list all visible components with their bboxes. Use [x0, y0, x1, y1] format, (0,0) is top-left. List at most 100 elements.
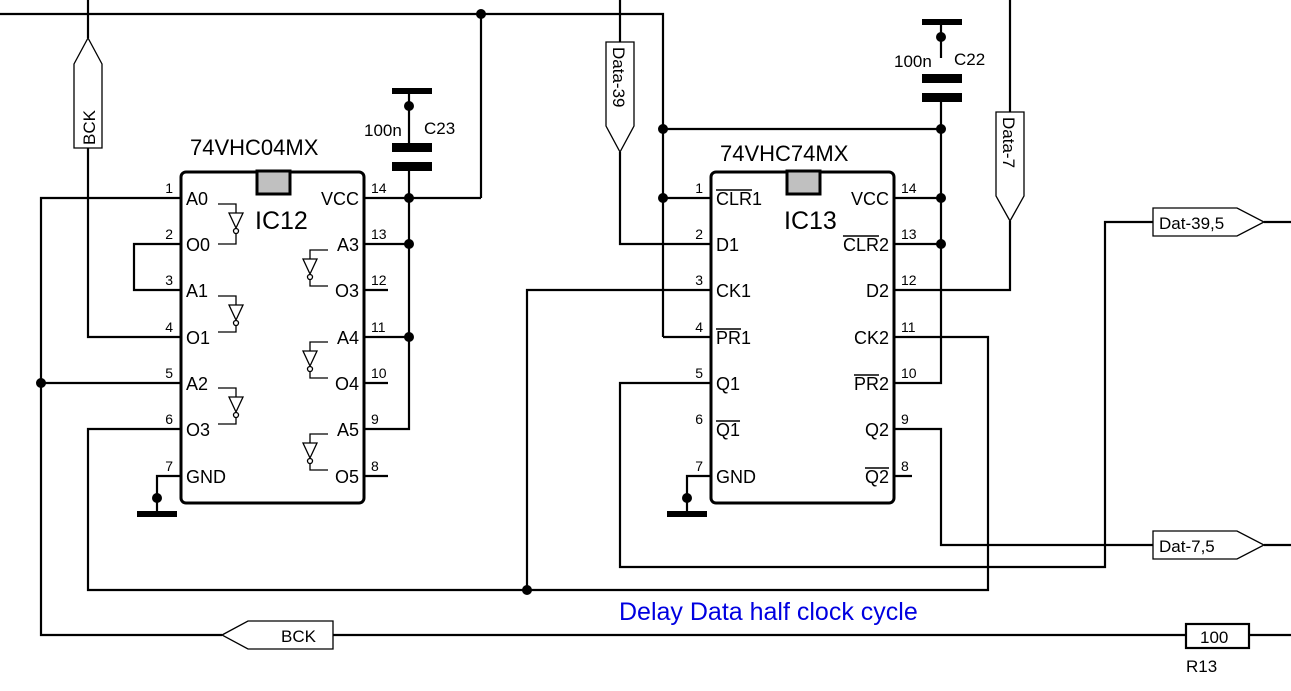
pin-number: 6 [165, 411, 173, 427]
pin-number: 7 [165, 458, 173, 474]
ic13[interactable]: 74VHC74MX IC13 1CLR12D13CK14PR15Q16Q17GN… [695, 141, 917, 505]
net-label-data7[interactable]: Data-7 [995, 111, 1025, 223]
pin-name: A5 [337, 420, 359, 440]
c23-value: 100n [364, 121, 402, 140]
capacitor-c22[interactable]: 100n C22 [894, 19, 985, 102]
wire-q1-dat39 [618, 220, 1153, 569]
pin-number: 6 [695, 411, 703, 427]
pin-number: 5 [695, 365, 703, 381]
pin-number: 7 [695, 458, 703, 474]
pin-number: 2 [695, 226, 703, 242]
wire-bck-o1 [86, 148, 181, 339]
r13-ref: R13 [1186, 657, 1217, 676]
pin-number: 11 [901, 319, 916, 335]
junction-dot [404, 101, 414, 111]
pin-number: 13 [371, 226, 387, 242]
c22-value: 100n [894, 52, 932, 71]
pin-name: CLR1 [716, 189, 762, 209]
inverter-icon [301, 341, 328, 379]
net-label-text: Data-7 [999, 117, 1018, 168]
pin-number: 12 [901, 272, 917, 288]
net-flag-shape [220, 620, 334, 650]
wire-a0-bck [39, 196, 222, 637]
inverter-icon [218, 387, 245, 425]
pin-6: 6O3 [165, 411, 210, 440]
inverter-icon [301, 433, 328, 471]
junction-dot [658, 124, 668, 134]
pin-name: PR1 [716, 328, 751, 348]
pin-name: A3 [337, 235, 359, 255]
junction-dot [522, 585, 532, 595]
net-flag-shape [1152, 530, 1266, 560]
wire-data7-d2 [894, 221, 1012, 292]
pin-name: A1 [186, 281, 208, 301]
ic13-part-number: 74VHC74MX [720, 141, 849, 166]
junction-dot [404, 193, 414, 203]
pin-name: CK2 [854, 328, 889, 348]
pin-name: O3 [186, 420, 210, 440]
pin-number: 14 [901, 180, 917, 196]
junction-dot [404, 332, 414, 342]
wire-q2-dat7 [894, 427, 1153, 547]
c23-ref: C23 [424, 119, 455, 138]
pin-name: Q2 [865, 467, 889, 487]
pin-number: 12 [371, 272, 387, 288]
pin-number: 5 [165, 365, 173, 381]
wire-gnd-ic12 [155, 474, 181, 498]
pin-name: VCC [321, 189, 359, 209]
pin-9: 9A5 [337, 411, 379, 440]
wires [0, 0, 1291, 637]
ground-symbol-ic13 [667, 511, 707, 517]
pin-name: CLR2 [843, 235, 889, 255]
pin-name: GND [716, 467, 756, 487]
pin-number: 3 [695, 272, 703, 288]
junction-dot [936, 239, 946, 249]
pin-name: GND [186, 467, 226, 487]
capacitor-c23[interactable]: 100n C23 [364, 88, 455, 171]
wire-o3-ck2 [86, 335, 990, 592]
resistor-r13[interactable]: 100 R13 [1184, 622, 1251, 676]
wire-ck1 [525, 288, 711, 590]
inverter-icons [218, 203, 328, 471]
pin-number: 3 [165, 272, 173, 288]
pin-name: VCC [851, 189, 889, 209]
ic12-part-number: 74VHC04MX [190, 135, 319, 160]
pin-name: A2 [186, 374, 208, 394]
c23-plate-top [392, 143, 432, 152]
pin-1: 1A0 [165, 180, 208, 209]
pin-name: Q1 [716, 374, 740, 394]
net-label-data39[interactable]: Data-39 [605, 41, 635, 154]
inverter-icon [301, 249, 328, 287]
pin-number: 4 [695, 319, 703, 335]
junction-dot [936, 32, 946, 42]
junction-dot [404, 239, 414, 249]
net-label-dat7-out[interactable]: Dat-7,5 [1152, 530, 1266, 560]
pin-number: 2 [165, 226, 173, 242]
pin-number: 10 [901, 365, 917, 381]
pin-number: 14 [371, 180, 387, 196]
c22-plate-bottom [922, 93, 962, 102]
ic12-ref: IC12 [255, 207, 308, 235]
pin-8: 8O5 [335, 458, 379, 487]
net-label-bck-top[interactable]: BCK [73, 36, 103, 149]
pin-name: A0 [186, 189, 208, 209]
net-label-dat39-out[interactable]: Dat-39,5 [1152, 207, 1266, 237]
net-flag-shape [995, 111, 1025, 223]
pin-name: A4 [337, 328, 359, 348]
net-label-bck-bottom[interactable]: BCK [220, 620, 334, 650]
wire-o0-a1 [132, 242, 181, 292]
pin-6: 6Q1 [695, 411, 740, 440]
pin-number: 10 [371, 365, 387, 381]
pin-4: 4O1 [165, 319, 210, 348]
pin-name: O0 [186, 235, 210, 255]
pin-number: 4 [165, 319, 173, 335]
